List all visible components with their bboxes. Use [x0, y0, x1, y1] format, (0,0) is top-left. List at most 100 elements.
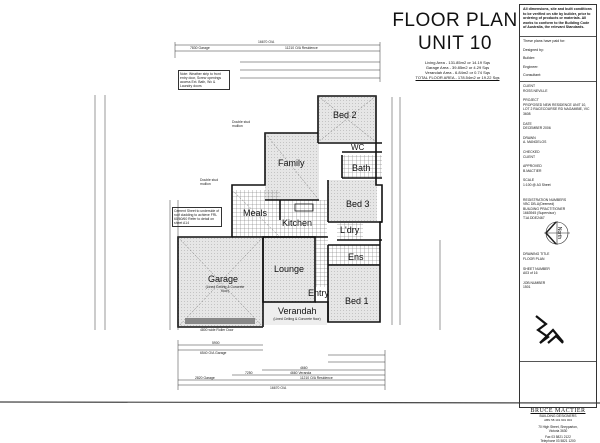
drawn-value: A. MANGELOS: [523, 140, 547, 145]
checked-label: CHECKED: [523, 149, 540, 154]
room-meals: Meals: [243, 208, 268, 218]
room-family: Family: [278, 158, 305, 168]
firm-tagline: BUILDING DESIGNERS: [539, 414, 577, 418]
drawn-label: DRAWN: [523, 135, 536, 140]
dim-garage: 2820 Garage: [195, 376, 215, 380]
cooktop: [294, 203, 314, 212]
bath-floor: [342, 155, 382, 178]
verandah-note: (Lined Ceiling & Concrete floor): [273, 317, 321, 321]
date-label: DATE: [523, 121, 532, 126]
dim-veranda: 4660 Veranda: [290, 371, 312, 375]
dim-residence-bottom: 11210 O/A Residence: [300, 376, 333, 380]
firm-address: 70 High Street, Shepparton, Victoria 363…: [538, 425, 578, 433]
lounge-floor: [263, 237, 315, 302]
dim-residence-top: 11210 O/A Residence: [285, 46, 318, 50]
project-info: CLIENT ROSS NEVILLE PROJECT PROPOSED NEW…: [520, 82, 596, 362]
north-arrow: [544, 221, 570, 245]
firm-block: BRUCE MACTIER BUILDING DESIGNERS ABN 58 …: [520, 362, 596, 443]
right-dimensions: [391, 97, 441, 330]
area-summary: Living Area - 131.85m2 or 14.19 Sqs Gara…: [405, 60, 510, 80]
dim-garage-bottom: 6540 O/A Garage: [200, 351, 227, 355]
page-border-line: [0, 401, 600, 404]
approved-value: B.MACTIER: [523, 168, 542, 173]
room-bed-3: Bed 3: [346, 199, 370, 209]
walls: [177, 95, 383, 328]
approval-fields: These plans have paid for: Designed by: …: [520, 37, 596, 82]
sheet-label: SHEET NUMBER: [523, 266, 550, 271]
drawing-title-label: DRAWING TITLE: [523, 252, 550, 257]
room-wc: WC: [351, 143, 365, 152]
field-designed: Designed by:: [523, 47, 544, 52]
firm-logo: [535, 315, 564, 344]
verandah-floor: [263, 302, 327, 325]
kitchen-floor: [280, 200, 327, 237]
hall-floor: [315, 237, 328, 287]
page-title: FLOOR PLAN: [392, 10, 518, 31]
field-consultant: Consultant:: [523, 73, 542, 78]
dim-garage-top: 7830 Garage: [190, 46, 210, 50]
job-value: 1501: [523, 285, 531, 290]
room-kitchen: Kitchen: [282, 218, 313, 228]
note-cement-sheet: Cement Sheet to underside of roof claddi…: [172, 207, 222, 227]
drawing-title-value: FLOOR PLAN: [523, 257, 545, 262]
dim-garage-width: 5900: [212, 341, 220, 345]
ensuite-floor: [328, 245, 380, 265]
area-total: TOTAL FLOOR AREA - 178.54m2 or 19.22 Sqs: [415, 75, 500, 80]
left-dimensions: [94, 95, 179, 330]
bed3-floor: [328, 180, 377, 222]
bottom-dimensions: [177, 340, 386, 390]
project-label: PROJECT: [523, 98, 539, 103]
sheet-value: A03 of 16: [523, 271, 538, 276]
registration-line: BUILDING PRACTITIONER: [523, 206, 566, 211]
note-double-stud-1: Double stud mullion: [232, 120, 251, 128]
unit-title: UNIT 10: [418, 33, 492, 54]
area-garage: Garage Area - 39.85m2 or 4.29 Sqs: [425, 65, 490, 70]
dim-4660: 4660: [300, 366, 308, 370]
firm-phone: Telephone 03 5821 1200: [540, 439, 576, 443]
room-garage: Garage: [208, 274, 239, 284]
approved-label: APPROVED: [523, 164, 542, 169]
registration-line: VBC DB-U(Deemed): [523, 202, 555, 207]
title-block: All dimensions, site and built condition…: [519, 4, 597, 443]
dim-overall-bottom: 16670 O/A: [270, 386, 287, 390]
room-verandah: Verandah: [278, 306, 317, 316]
checked-value: CLIENT: [523, 154, 536, 159]
room-ensuite: Ens: [348, 252, 364, 262]
room-lounge: Lounge: [274, 264, 305, 274]
note-roller-door: 4800 wide Roller Door: [200, 328, 234, 332]
room-bed-2: Bed 2: [333, 110, 357, 120]
project-value: PROPOSED NEW RESIDENCE UNIT 10, LOT 2 RA…: [523, 102, 590, 116]
dim-7250: 7250: [245, 371, 253, 375]
disclaimer: All dimensions, site and built condition…: [520, 5, 596, 37]
note-weather-strip: Note: Weather strip to front entry door,…: [178, 70, 230, 90]
client-value: ROSS NEVILLE: [523, 88, 548, 93]
firm-reg: ABN 58 101 901 004: [544, 418, 572, 422]
registration-line: 1663945 (Supervisor): [523, 211, 556, 216]
area-verandah: Verandah Area - 6.84m2 or 0.74 Sqs: [425, 70, 490, 75]
registration-line: T1A DDE2467: [523, 215, 545, 220]
field-engineer: Engineer:: [523, 64, 539, 69]
field-paid: These plans have paid for:: [523, 39, 566, 43]
job-label: JOB NUMBER: [523, 280, 546, 285]
room-entry: Entry: [308, 288, 330, 298]
laundry-floor: [337, 223, 363, 240]
registration-label: REGISTRATION NUMBERS: [523, 197, 567, 202]
area-living: Living Area - 131.85m2 or 14.19 Sqs: [425, 60, 490, 65]
top-dimensions: [174, 42, 381, 82]
scale-value: 1:100 @ A3 Sheet: [523, 182, 551, 187]
roller-door: [185, 318, 255, 324]
floor-plan-drawing: [0, 42, 600, 404]
dim-overall-top: 16670 O/A: [258, 40, 275, 44]
client-label: CLIENT: [523, 84, 536, 88]
note-double-stud-2: Double stud mullion: [200, 178, 219, 186]
ceiling-lines: [177, 95, 377, 328]
room-laundry: L'dry: [340, 225, 360, 235]
garage-note: (Lined Ceiling & Concrete floor): [205, 285, 245, 293]
field-builder: Builder:: [523, 56, 536, 61]
bed1-floor: [328, 265, 380, 322]
room-bath: Bath: [352, 163, 371, 173]
firm-name: BRUCE MACTIER: [530, 408, 586, 414]
date-value: DECEMBER 2006: [523, 126, 551, 131]
room-bed-1: Bed 1: [345, 296, 369, 306]
scale-label: SCALE: [523, 178, 535, 183]
